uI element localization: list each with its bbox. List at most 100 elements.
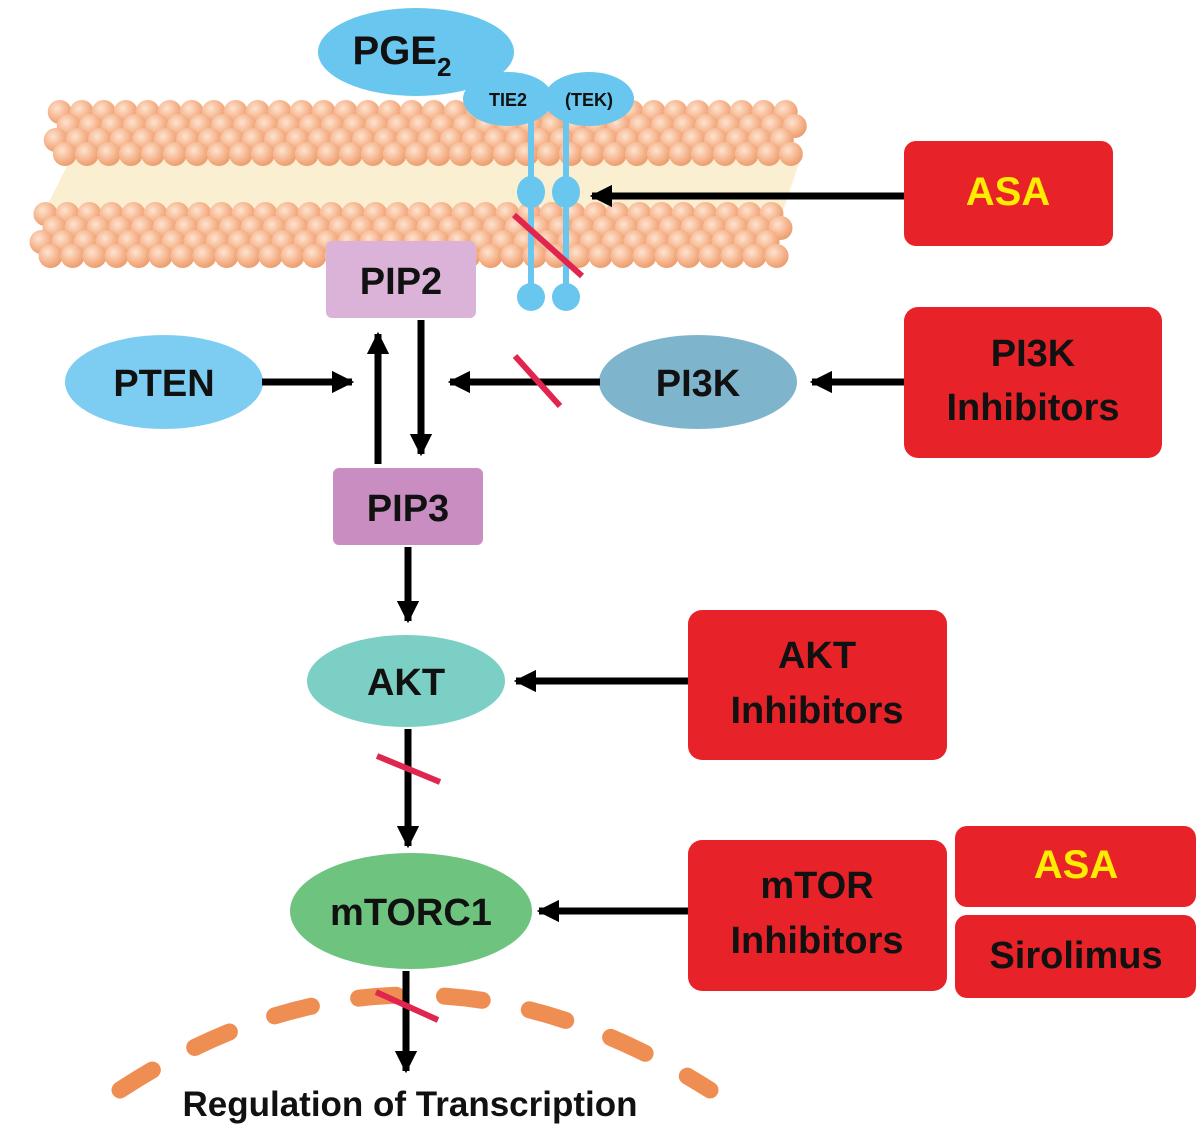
inhibitor-akt: AKT Inhibitors bbox=[688, 610, 947, 760]
pge2-subscript: 2 bbox=[437, 52, 451, 82]
block-mark-pi3k-arrow bbox=[512, 353, 563, 409]
sirolimus-box bbox=[955, 915, 1196, 998]
membrane-lipid-head bbox=[404, 142, 429, 166]
membrane-lipid-head bbox=[74, 142, 99, 166]
membrane-lipid-head bbox=[500, 244, 525, 268]
pi3k-node: PI3K bbox=[599, 335, 797, 429]
akt-inhibitors-box bbox=[688, 610, 947, 760]
pip3-label: PIP3 bbox=[367, 488, 449, 530]
membrane-lipid-head bbox=[712, 142, 737, 166]
pi3k-inhibitors-line1: PI3K bbox=[991, 333, 1076, 375]
cell-membrane-bilayer bbox=[29, 100, 807, 268]
membrane-lipid-head bbox=[206, 142, 231, 166]
membrane-lipid-head bbox=[588, 244, 613, 268]
membrane-lipid-head bbox=[118, 142, 143, 166]
inhibitor-sirolimus: Sirolimus bbox=[955, 915, 1196, 998]
pip3-node: PIP3 bbox=[333, 468, 483, 545]
akt-ellipse bbox=[307, 635, 505, 727]
membrane-lipid-head bbox=[272, 142, 297, 166]
membrane-lipid-head bbox=[338, 142, 363, 166]
akt-inhibitors-line1: AKT bbox=[778, 635, 856, 677]
inhibitor-pi3k: PI3K Inhibitors bbox=[904, 307, 1162, 458]
block-mark-akt-arrow bbox=[375, 753, 442, 785]
inhibitor-asa-top: ASA bbox=[904, 141, 1113, 246]
membrane-lipid-head bbox=[250, 142, 275, 166]
membrane-lipid-head bbox=[360, 142, 385, 166]
pi3k-ellipse bbox=[599, 335, 797, 429]
pip3-box bbox=[333, 468, 483, 545]
membrane-lipid-head bbox=[96, 142, 121, 166]
pten-label: PTEN bbox=[113, 363, 214, 405]
block-mark-mtorc1-arrow bbox=[374, 989, 440, 1023]
membrane-lipid-head bbox=[624, 142, 649, 166]
membrane-lipid-head bbox=[734, 142, 759, 166]
membrane-lipid-head bbox=[60, 244, 85, 268]
membrane-lipid-head bbox=[668, 142, 693, 166]
membrane-lipid-head bbox=[448, 142, 473, 166]
membrane-lipid-head bbox=[258, 244, 283, 268]
pi3k-inhibitors-line2: Inhibitors bbox=[946, 387, 1119, 429]
membrane-lipid-head bbox=[558, 142, 583, 166]
pge2-node: PGE2 bbox=[318, 8, 514, 96]
membrane-lipid-head bbox=[184, 142, 209, 166]
membrane-lipid-head bbox=[654, 244, 679, 268]
membrane-lipid-head bbox=[148, 244, 173, 268]
pi3k-label: PI3K bbox=[656, 363, 741, 405]
asa-top-box bbox=[904, 141, 1113, 246]
membrane-lipid-head bbox=[82, 244, 107, 268]
tie2-head bbox=[463, 72, 553, 126]
membrane-lipid-head bbox=[610, 244, 635, 268]
membrane-lipid-head bbox=[294, 142, 319, 166]
membrane-lipid-head bbox=[302, 244, 327, 268]
sirolimus-label: Sirolimus bbox=[989, 935, 1162, 977]
regulation-of-transcription-label: Regulation of Transcription bbox=[182, 1085, 637, 1124]
akt-inhibitors-line2: Inhibitors bbox=[730, 690, 903, 732]
membrane-lipid-head bbox=[720, 244, 745, 268]
nucleus-boundary-dashed-arc bbox=[111, 986, 719, 1099]
asa-bottom-box bbox=[955, 826, 1196, 907]
pge2-ellipse bbox=[318, 8, 514, 96]
pten-node: PTEN bbox=[65, 335, 263, 429]
akt-label: AKT bbox=[367, 662, 445, 704]
mtor-inhibitors-line1: mTOR bbox=[760, 865, 873, 907]
membrane-lipid-head bbox=[698, 244, 723, 268]
inhibitor-mtor: mTOR Inhibitors bbox=[688, 840, 947, 991]
membrane-lipid-head bbox=[170, 244, 195, 268]
membrane-lipid-head bbox=[126, 244, 151, 268]
membrane-lipid-head bbox=[52, 142, 77, 166]
mtorc1-ellipse bbox=[290, 853, 532, 969]
receptor-node-left-lower bbox=[517, 283, 545, 311]
membrane-lipid-head bbox=[426, 142, 451, 166]
membrane-lipid-head bbox=[228, 142, 253, 166]
asa-top-label: ASA bbox=[966, 170, 1050, 214]
membrane-lipid-head bbox=[778, 142, 803, 166]
membrane-lipid-head bbox=[756, 142, 781, 166]
membrane-lipid-head bbox=[478, 244, 503, 268]
membrane-lipid-head bbox=[162, 142, 187, 166]
pten-ellipse bbox=[65, 335, 263, 429]
receptor-node-right-lower bbox=[552, 283, 580, 311]
akt-node: AKT bbox=[307, 635, 505, 727]
pip2-node: PIP2 bbox=[326, 241, 476, 318]
membrane-lipid-head bbox=[566, 244, 591, 268]
membrane-lipid-head bbox=[522, 244, 547, 268]
receptor-node-left-upper bbox=[517, 176, 545, 208]
mtor-inhibitors-line2: Inhibitors bbox=[730, 920, 903, 962]
membrane-lipid-head bbox=[742, 244, 767, 268]
tek-label: (TEK) bbox=[565, 90, 613, 110]
membrane-lipid-head bbox=[492, 142, 517, 166]
membrane-lipid-head bbox=[514, 142, 539, 166]
mtor-inhibitors-box bbox=[688, 840, 947, 991]
membrane-lipid-head bbox=[536, 142, 561, 166]
membrane-lipid-head bbox=[192, 244, 217, 268]
receptor-node-right-upper bbox=[552, 176, 580, 208]
membrane-lipid-head bbox=[646, 142, 671, 166]
membrane-lipid-head bbox=[764, 244, 789, 268]
membrane-lipid-head bbox=[690, 142, 715, 166]
membrane-lipid-head bbox=[280, 244, 305, 268]
pi3k-inhibitors-box bbox=[904, 307, 1162, 458]
membrane-lipid-head bbox=[382, 142, 407, 166]
mtorc1-node: mTORC1 bbox=[290, 853, 532, 969]
pge2-label: PGE bbox=[353, 29, 437, 73]
